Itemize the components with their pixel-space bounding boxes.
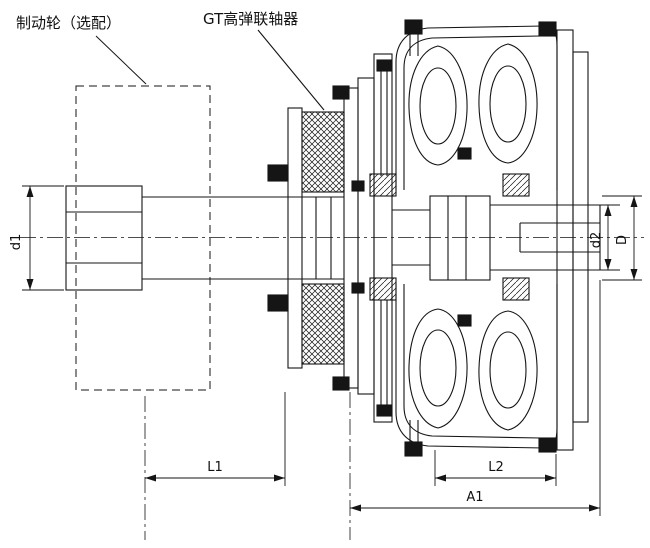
gt-coupling	[257, 29, 359, 391]
bolt-head	[538, 21, 557, 37]
bolt-head	[267, 164, 289, 182]
centerlines	[20, 237, 644, 540]
bolt-head	[351, 282, 365, 294]
brake-wheel-outline	[75, 35, 211, 391]
brake-wheel-label: 制动轮（选配）	[16, 14, 121, 32]
gt-coupling-label: GT高弹联轴器	[203, 10, 298, 28]
bolt-head	[404, 19, 423, 35]
bearing	[502, 277, 530, 301]
dimension-A1	[350, 280, 601, 516]
bolt-head	[332, 376, 350, 391]
dimension-d2	[600, 204, 620, 271]
dim-label-D: D	[615, 235, 630, 245]
bolt-head	[457, 147, 472, 160]
bolt-head	[404, 441, 423, 457]
dim-label-d1: d1	[9, 234, 24, 251]
dimension-d1	[22, 185, 64, 291]
dimension-D	[602, 195, 642, 281]
output-shaft	[392, 195, 601, 281]
dim-label-d2: d2	[589, 232, 604, 249]
dimension-L1	[145, 392, 286, 486]
input-shaft	[65, 185, 344, 291]
bolt-head	[351, 180, 365, 192]
bolt-head	[267, 294, 289, 312]
bearing	[369, 173, 397, 197]
bolt-head	[457, 314, 472, 327]
bolt-head	[376, 404, 392, 417]
bolt-head	[538, 437, 557, 453]
dim-label-A1: A1	[466, 490, 483, 505]
dim-label-L2: L2	[488, 460, 504, 475]
bearing	[369, 277, 397, 301]
bearing	[502, 173, 530, 197]
dim-label-L1: L1	[207, 460, 223, 475]
dimension-L2	[434, 450, 557, 486]
bolt-head	[332, 85, 350, 100]
fluid-coupling-housing	[351, 19, 589, 457]
bolt-head	[376, 59, 392, 72]
